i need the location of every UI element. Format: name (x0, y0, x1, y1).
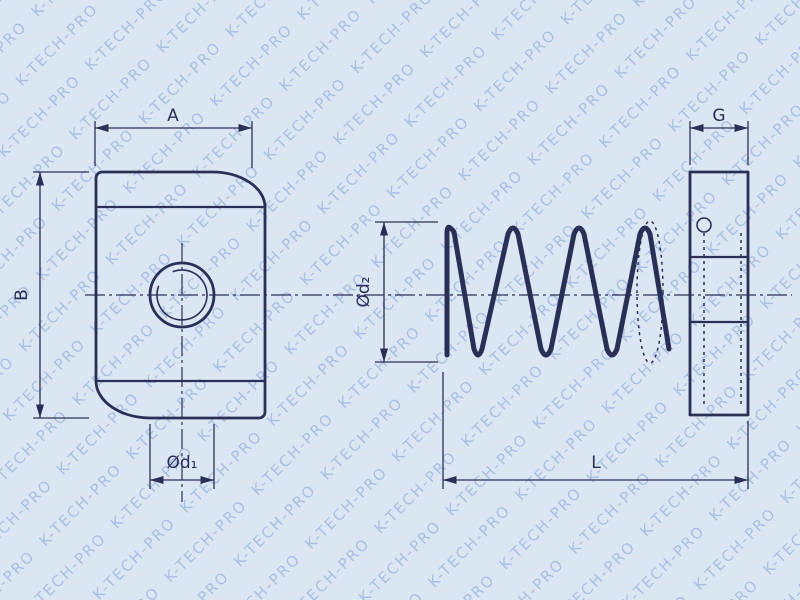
dimension-g: G (689, 106, 749, 165)
side-view-spring-assembly (444, 170, 750, 417)
dim-label-d1: Ød₁ (167, 453, 198, 473)
dimension-b: B (12, 171, 89, 419)
watermark-text: K-TECH-PRO K-TECH-PRO K-TECH-PRO K-TECH-… (31, 0, 800, 600)
hidden-coil-ellipse (636, 220, 664, 364)
dimension-d2: Ød₂ (354, 221, 438, 363)
threaded-hole-circle (148, 261, 216, 329)
dimension-l: L (442, 372, 749, 489)
end-plate (688, 170, 750, 417)
dimension-d1: Ød₁ (149, 424, 215, 489)
dim-label-g: G (712, 106, 725, 126)
thread-arc (156, 269, 208, 321)
spring-coil (444, 224, 672, 358)
technical-drawing: A B Ød₁ Ød₂ (12, 106, 792, 502)
dim-label-a: A (167, 106, 179, 126)
front-view-t-nut (94, 170, 267, 420)
dim-label-b: B (12, 289, 32, 301)
dim-label-d2: Ød₂ (354, 277, 374, 308)
dimension-a: A (94, 106, 253, 168)
end-plate-pin-hole (696, 217, 712, 233)
dim-label-l: L (591, 453, 601, 473)
